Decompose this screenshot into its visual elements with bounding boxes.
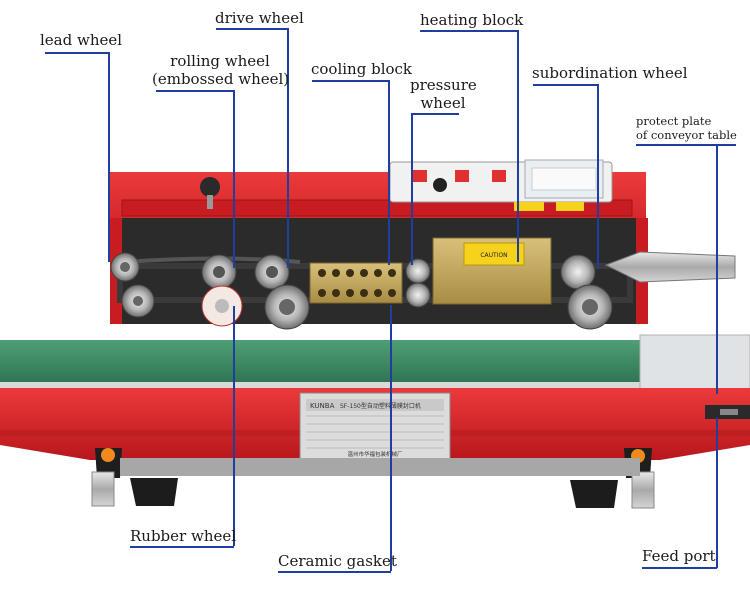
plate-maker: 温州市华福包装机械厂 [347,450,403,458]
heating-block-part: CAUTION [432,237,552,305]
leader-rolling-wheel [156,90,234,92]
label-rubber-wheel: Rubber wheel [130,527,237,545]
label-lead-wheel: lead wheel [40,31,123,49]
label-cooling-block: cooling block [311,60,413,78]
name-plate: KUNBA SF-150型自动塑料薄膜封口机 温州市华福包装机械厂 [299,392,451,462]
leader-lead-wheel [45,52,109,54]
label-pressure-wheel-line2: wheel [420,94,466,112]
label-feed-port: Feed port [642,547,716,565]
leader-rubber-wheel [130,546,234,548]
leader-heating-block [420,30,518,32]
label-protect-plate-line1: protect plate [636,114,712,128]
leader-heating-block-v [517,30,519,262]
leader-feed-port [642,567,717,569]
caution-sticker: CAUTION [480,252,507,259]
leader-feed-port-v [716,418,718,568]
wheels [110,252,613,330]
feet [91,458,655,509]
leader-ceramic-gasket-v [390,305,392,571]
leader-lead-wheel-v [108,52,110,262]
leader-drive-wheel [216,28,288,30]
label-rolling-wheel-line1: rolling wheel [170,52,270,70]
cooling-block-part [309,262,403,304]
leader-cooling-block [312,80,389,82]
label-drive-wheel: drive wheel [215,9,304,27]
plate-brand: KUNBA [310,402,335,410]
label-heating-block: heating block [420,11,524,29]
leader-pressure-wheel-v [411,113,413,265]
leader-cooling-block-v [388,80,390,265]
label-pressure-wheel: pressure wheel [410,76,477,112]
label-subordination-wheel: subordination wheel [532,64,688,82]
leader-pressure-wheel [411,113,459,115]
leader-ceramic-gasket [278,571,391,573]
leader-subordination-wheel [533,84,598,86]
protect-plate-part [604,251,736,283]
label-rolling-wheel: rolling wheel (embossed wheel) [152,52,290,88]
plate-model: SF-150型自动塑料薄膜封口机 [340,402,421,410]
label-protect-plate: protect plate of conveyor table [636,114,737,142]
label-ceramic-gasket: Ceramic gasket [278,552,397,570]
leader-protect-plate-v [716,144,718,394]
leader-protect-plate [636,144,736,146]
leader-subordination-wheel-v [597,84,599,269]
label-protect-plate-line2: of conveyor table [636,128,737,142]
leader-rolling-wheel-v [233,90,235,268]
leader-rubber-wheel-v [233,306,235,546]
label-rolling-wheel-line2: (embossed wheel) [152,70,290,88]
label-pressure-wheel-line1: pressure [410,76,477,94]
conveyor-table [0,334,750,390]
leader-drive-wheel-v [287,28,289,268]
